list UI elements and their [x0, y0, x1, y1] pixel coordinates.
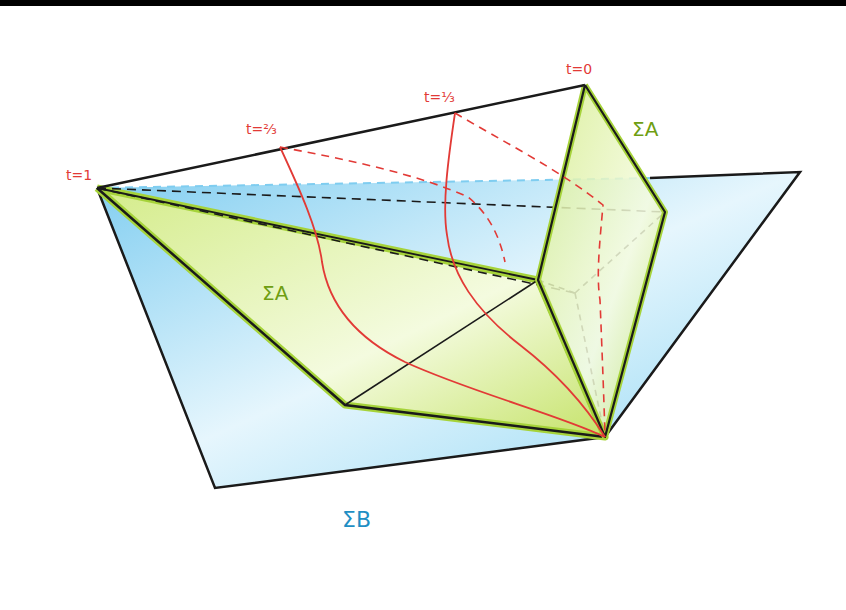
top-rule — [0, 0, 846, 6]
top-edge — [97, 85, 585, 188]
suspension-rim — [538, 85, 665, 437]
parameter-label: t=⅔ — [246, 122, 277, 137]
suspension-sigma-a — [538, 85, 665, 437]
homotopy-hidden — [455, 113, 605, 437]
space-label: ΣB — [342, 508, 371, 532]
cone-sigma-a — [97, 188, 605, 437]
parameter-label: t=1 — [66, 168, 92, 183]
parameter-label: t=⅓ — [424, 90, 455, 105]
suspension-outline — [538, 85, 665, 437]
plane-outline — [97, 172, 800, 488]
parameter-label: t=0 — [566, 62, 592, 77]
homotopy-curve — [280, 147, 605, 437]
space-label: ΣA — [262, 282, 288, 304]
homotopy-hidden — [280, 147, 505, 262]
hidden-edge — [97, 188, 575, 293]
cone-edge — [97, 188, 605, 437]
plane-sigma-b — [97, 172, 800, 488]
cone-rim — [97, 188, 605, 437]
homotopy-curve — [445, 113, 605, 437]
space-label: ΣA — [632, 118, 658, 140]
